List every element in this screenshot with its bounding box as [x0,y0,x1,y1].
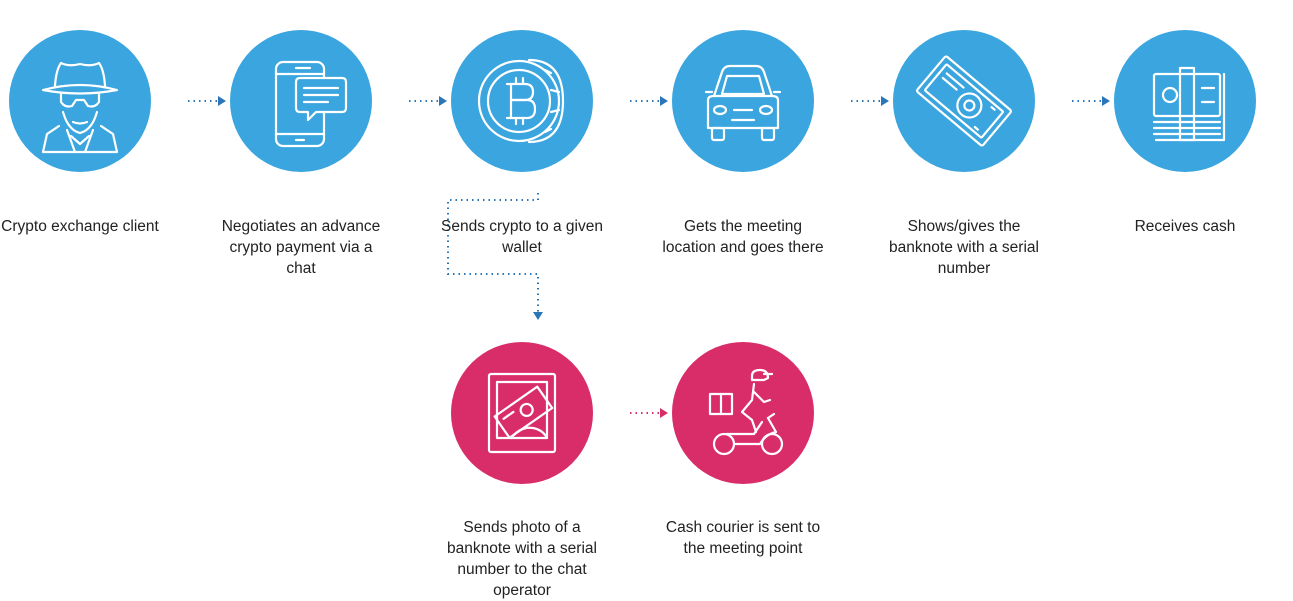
step-banknote-circle [893,30,1035,172]
spy-icon [41,61,119,154]
step-client-label: Crypto exchange client [1,218,159,235]
step-meeting-circle [672,30,814,172]
step-photo-label: Sends photo of a banknote with a serial … [447,519,597,599]
banknote-icon [915,55,1013,147]
step-courier-circle [672,342,814,484]
step-courier-label: Cash courier is sent to the meeting poin… [665,519,821,557]
step-meeting-label: Gets the meeting location and goes there [662,218,824,256]
step-negotiate-label: Negotiates an advance crypto payment via… [221,218,381,277]
step-client-circle [9,30,151,172]
courier-scooter-icon [708,368,784,456]
step-photo-circle [451,342,593,484]
step-cash-label: Receives cash [1134,218,1236,235]
step-negotiate-circle [230,30,372,172]
step-cash-circle [1114,30,1256,172]
step-send-crypto-circle [451,30,593,172]
bitcoin-coin-icon [477,58,565,144]
cash-stack-icon [1152,66,1226,142]
step-banknote-label: Shows/gives the banknote with a serial n… [889,218,1039,277]
car-icon [704,64,782,142]
phone-chat-icon [274,60,348,148]
banknote-photo-icon [487,372,557,454]
step-send-crypto-label: Sends crypto to a given wallet [441,218,603,256]
connector-layer [188,96,1110,418]
